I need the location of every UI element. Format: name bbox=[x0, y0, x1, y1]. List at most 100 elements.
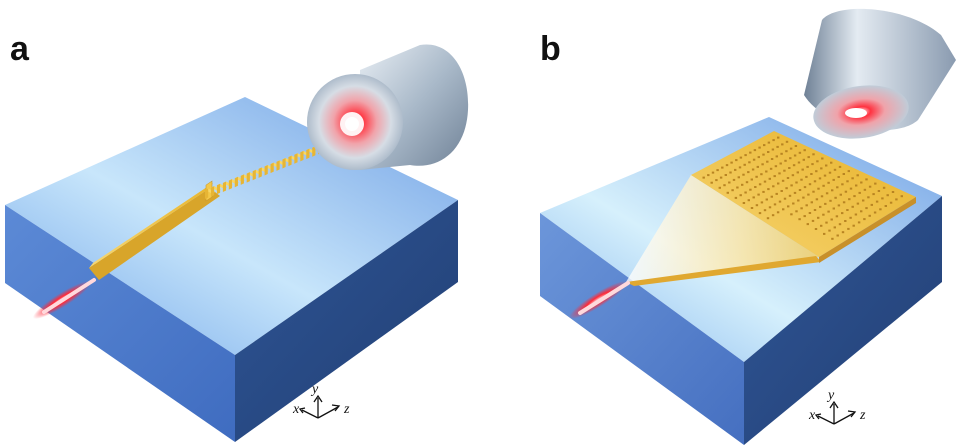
grating-hole bbox=[805, 204, 808, 207]
grating-hole bbox=[744, 154, 747, 157]
panel-a: a bbox=[5, 30, 469, 442]
substrate-left-face bbox=[5, 205, 235, 442]
grating-hole bbox=[842, 173, 845, 175]
grating-hole bbox=[781, 143, 784, 146]
grating-hole bbox=[830, 161, 833, 164]
grating-hole bbox=[834, 196, 837, 199]
grating-hole bbox=[710, 181, 713, 184]
grating-hole bbox=[752, 158, 756, 161]
grating-hole bbox=[849, 216, 852, 219]
axis-label-y: y bbox=[310, 382, 319, 397]
grating-hole bbox=[815, 198, 819, 201]
panel-label-a: a bbox=[10, 30, 29, 68]
grating-tooth bbox=[222, 181, 227, 192]
grating-hole bbox=[737, 176, 740, 179]
axis-label-z: z bbox=[343, 402, 350, 417]
grating-hole bbox=[748, 161, 751, 164]
grating-hole bbox=[838, 165, 842, 168]
grating-hole bbox=[792, 164, 796, 167]
grating-hole bbox=[863, 218, 866, 221]
grating-hole bbox=[798, 151, 802, 154]
grating-hole bbox=[749, 188, 752, 191]
grating-hole bbox=[808, 183, 812, 186]
grating-hole bbox=[751, 168, 755, 171]
grating-hole bbox=[782, 208, 785, 211]
grating-hole bbox=[824, 202, 827, 205]
grating-hole bbox=[833, 226, 836, 229]
grating-tooth bbox=[205, 188, 209, 199]
grating-hole bbox=[770, 195, 773, 198]
laser-beam-icon bbox=[568, 281, 630, 319]
grating-hole bbox=[812, 153, 815, 156]
grating-hole bbox=[847, 170, 850, 173]
grating-hole bbox=[775, 192, 778, 195]
grating-hole bbox=[778, 200, 782, 203]
grating-hole bbox=[802, 196, 805, 199]
grating-hole bbox=[852, 224, 855, 227]
grating-hole bbox=[755, 204, 759, 207]
grating-hole bbox=[872, 193, 875, 196]
grating-hole bbox=[783, 169, 786, 172]
grating-hole bbox=[827, 210, 830, 213]
grating-hole bbox=[860, 181, 863, 184]
grating-hole bbox=[767, 151, 770, 153]
grating-hole bbox=[851, 177, 854, 180]
grating-hole bbox=[768, 177, 771, 180]
grating-hole bbox=[795, 181, 798, 184]
axis-label-x: x bbox=[292, 402, 300, 417]
grating-hole bbox=[786, 177, 790, 179]
grating-hole bbox=[838, 223, 842, 226]
grating-hole bbox=[769, 167, 773, 170]
grating-hole bbox=[856, 174, 859, 177]
grating-hole bbox=[734, 168, 737, 171]
grating-hole bbox=[873, 211, 877, 214]
grating-hole bbox=[797, 161, 801, 164]
grating-hole bbox=[841, 212, 844, 215]
grating-tooth bbox=[312, 146, 316, 157]
grating-hole bbox=[790, 184, 793, 187]
axis-label-z: z bbox=[859, 408, 866, 423]
grating-hole bbox=[811, 219, 815, 222]
axis-label-y: y bbox=[826, 388, 835, 403]
grating-hole bbox=[719, 176, 723, 179]
grating-hole bbox=[736, 186, 739, 189]
grating-hole bbox=[800, 178, 803, 181]
grating-hole bbox=[773, 203, 777, 206]
grating-hole bbox=[777, 182, 780, 185]
grating-hole bbox=[794, 145, 798, 147]
grating-hole bbox=[835, 215, 839, 218]
grating-hole bbox=[729, 171, 732, 174]
grating-hole bbox=[836, 186, 839, 189]
grating-hole bbox=[755, 175, 758, 178]
grating-hole bbox=[761, 163, 764, 166]
grating-hole bbox=[875, 200, 879, 203]
grating-hole bbox=[870, 203, 873, 206]
grating-hole bbox=[877, 190, 881, 192]
grating-hole bbox=[803, 149, 806, 152]
grating-hole bbox=[857, 221, 861, 224]
grating-hole bbox=[747, 199, 750, 202]
grating-hole bbox=[758, 212, 762, 215]
grating-hole bbox=[739, 156, 743, 159]
grating-hole bbox=[773, 175, 776, 178]
grating-hole bbox=[793, 154, 797, 157]
grating-hole bbox=[803, 215, 806, 218]
grating-hole bbox=[753, 149, 757, 152]
grating-hole bbox=[814, 228, 818, 230]
grating-hole bbox=[810, 173, 813, 175]
grating-hole bbox=[702, 176, 705, 179]
grating-hole bbox=[837, 204, 841, 207]
grating-hole bbox=[841, 183, 844, 186]
grating-tooth bbox=[282, 157, 286, 169]
grating-tooth bbox=[306, 148, 310, 160]
grating-hole bbox=[742, 202, 746, 204]
grating-hole bbox=[832, 207, 835, 210]
grating-hole bbox=[724, 174, 727, 176]
grating-hole bbox=[847, 227, 850, 230]
grating-hole bbox=[780, 152, 783, 155]
grating-tooth bbox=[294, 153, 298, 164]
grating-hole bbox=[735, 159, 738, 162]
grating-hole bbox=[783, 197, 787, 200]
grating-hole bbox=[777, 136, 780, 139]
grating-tooth bbox=[288, 155, 292, 167]
